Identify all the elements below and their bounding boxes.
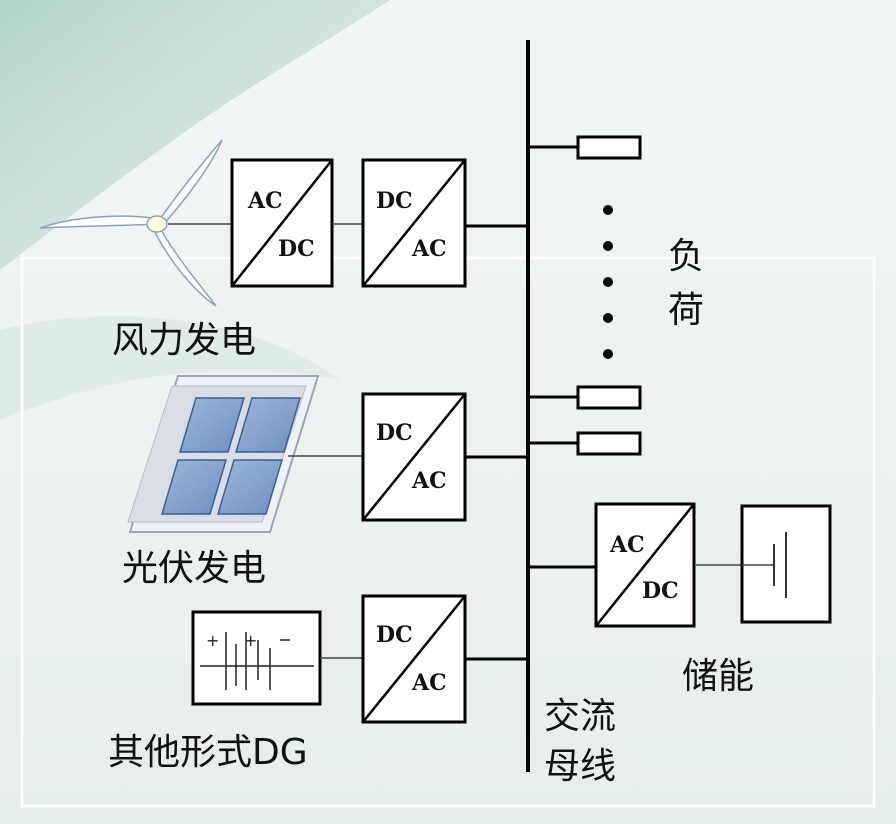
- bus-label-line1: 交流: [544, 696, 616, 737]
- pv-converter-bottom-label: AC: [411, 468, 447, 494]
- bus-label-line2: 母线: [544, 746, 616, 787]
- wind-converter-1: AC DC: [230, 158, 334, 288]
- wind-converter-2: DC AC: [361, 158, 467, 288]
- wind-turbine-icon: [39, 139, 223, 307]
- wind-converter-1-top-label: AC: [247, 188, 283, 214]
- storage-label: 储能: [682, 656, 754, 697]
- wind-label: 风力发电: [112, 320, 256, 361]
- svg-text:+: +: [206, 631, 219, 650]
- wind-converter-2-bottom-label: AC: [411, 236, 447, 262]
- load-1: [528, 135, 642, 160]
- background-swoosh: [0, 0, 390, 270]
- pv-converter-top-label: DC: [376, 420, 413, 446]
- svg-text:+: +: [244, 631, 257, 650]
- pv-label: 光伏发电: [122, 548, 266, 589]
- storage-converter: AC DC: [594, 502, 696, 628]
- other-dg-converter-bottom-label: AC: [411, 670, 447, 696]
- load-label-line2: 荷: [668, 290, 704, 331]
- storage-converter-bottom-label: DC: [642, 578, 679, 604]
- storage-converter-top-label: AC: [609, 532, 645, 558]
- other-dg-icon: + +: [191, 610, 322, 706]
- background-swoosh-2: [0, 316, 340, 420]
- pv-converter: DC AC: [361, 392, 467, 522]
- wind-converter-1-bottom-label: DC: [278, 236, 315, 262]
- other-dg-label: 其他形式DG: [108, 732, 308, 773]
- wind-converter-2-top-label: DC: [376, 188, 413, 214]
- load-ellipsis: [603, 205, 613, 359]
- battery-icon: [740, 504, 832, 624]
- load-3: [528, 431, 642, 456]
- load-2: [528, 385, 642, 410]
- other-dg-converter: DC AC: [361, 594, 467, 724]
- load-label-line1: 负: [668, 236, 704, 277]
- pv-panel-icon: [127, 375, 320, 533]
- other-dg-converter-top-label: DC: [376, 622, 413, 648]
